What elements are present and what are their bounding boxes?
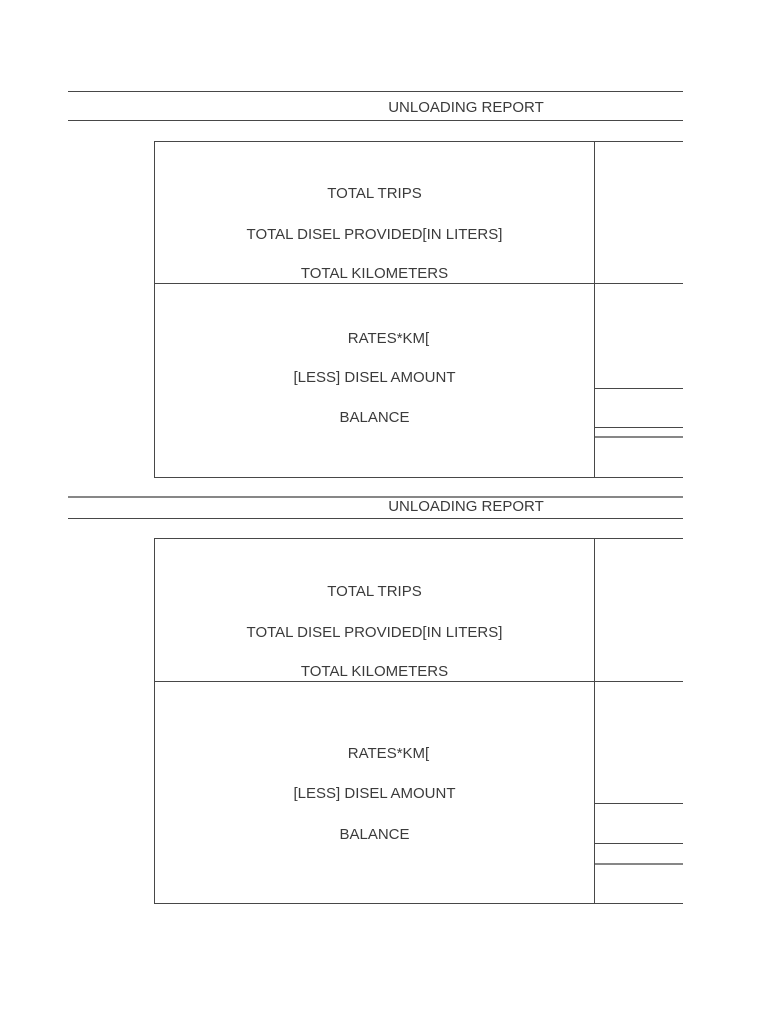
label-total-diesel-provided: TOTAL DISEL PROVIDED[IN LITERS] [246,624,503,641]
value-column-line-1 [595,388,683,389]
value-column-line-bottom [595,903,683,904]
label-total-trips: TOTAL TRIPS [327,185,422,202]
value-column-line-top [595,538,683,539]
report-title: UNLOADING REPORT [388,99,544,116]
label-less-diesel-amount: [LESS] DISEL AMOUNT [293,369,456,386]
table-section-divider [155,283,683,284]
report-title: UNLOADING REPORT [388,498,544,515]
label-balance: BALANCE [339,409,410,426]
value-column-line-bottom [595,477,683,478]
label-total-diesel-provided: TOTAL DISEL PROVIDED[IN LITERS] [246,226,503,243]
label-less-diesel-amount: [LESS] DISEL AMOUNT [293,785,456,802]
value-column-line-2 [595,427,683,428]
value-column-line-3-thick [595,436,683,438]
label-total-kilometers: TOTAL KILOMETERS [300,265,449,282]
label-balance: BALANCE [339,826,410,843]
summary-table: TOTAL TRIPS TOTAL DISEL PROVIDED[IN LITE… [154,141,595,478]
value-column-line-2 [595,843,683,844]
label-rates-km: RATES*KM[ [347,330,430,347]
title-band-rule-bottom [68,120,683,121]
table-section-divider [155,681,683,682]
value-column-line-top [595,141,683,142]
title-band-rule-top [68,496,683,498]
label-total-trips: TOTAL TRIPS [327,583,422,600]
label-rates-km: RATES*KM[ [347,745,430,762]
summary-table: TOTAL TRIPS TOTAL DISEL PROVIDED[IN LITE… [154,538,595,904]
value-column-line-1 [595,803,683,804]
value-column-line-3-thick [595,863,683,865]
title-band-rule-top [68,91,683,92]
title-band-rule-bottom [68,518,683,519]
label-total-kilometers: TOTAL KILOMETERS [300,663,449,680]
